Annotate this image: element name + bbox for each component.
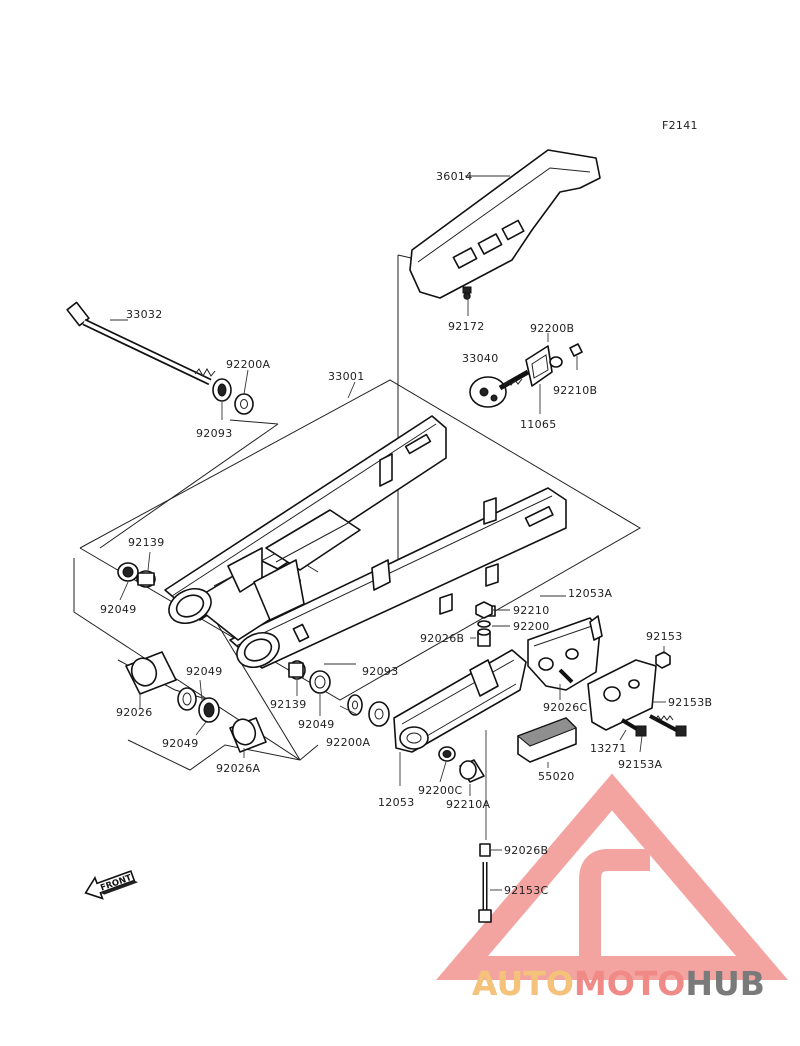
collar-92026B-low[interactable]: [479, 843, 491, 857]
plate-92153B[interactable]: [587, 659, 657, 731]
part-label-92049-left[interactable]: 92049: [100, 603, 137, 616]
sleeve-92026A[interactable]: [229, 716, 267, 753]
chain-slider-12053[interactable]: [393, 649, 527, 753]
part-label-92200A-top[interactable]: 92200A: [226, 358, 270, 371]
part-label-92200A-low[interactable]: 92200A: [326, 736, 370, 749]
part-label-36014[interactable]: 36014: [436, 170, 473, 183]
part-label-92026B-low[interactable]: 92026B: [504, 844, 548, 857]
seal-92049-left[interactable]: [117, 562, 139, 582]
part-label-92210[interactable]: 92210: [513, 604, 550, 617]
part-label-92139-left[interactable]: 92139: [128, 536, 165, 549]
part-label-92153C[interactable]: 92153C: [504, 884, 548, 897]
part-label-11065[interactable]: 11065: [520, 418, 557, 431]
part-labels: F2141 36014 33032 92172 92200B 33040 922…: [100, 119, 712, 897]
nut-92210[interactable]: [475, 601, 493, 628]
part-label-92210A[interactable]: 92210A: [446, 798, 490, 811]
adjuster-block-11065[interactable]: [525, 343, 583, 387]
part-label-92153[interactable]: 92153: [646, 630, 683, 643]
watermark-hub: HUB: [685, 964, 765, 1003]
part-label-92049-mid2[interactable]: 92049: [298, 718, 335, 731]
collar-92139-mid[interactable]: [288, 660, 306, 680]
bolt-13271[interactable]: [620, 718, 647, 737]
part-label-92210B[interactable]: 92210B: [553, 384, 597, 397]
bolt-92153C[interactable]: [478, 862, 492, 923]
washers-92200A-92093[interactable]: [347, 694, 390, 727]
part-label-92139-mid[interactable]: 92139: [270, 698, 307, 711]
part-label-92026[interactable]: 92026: [116, 706, 153, 719]
swingarm-33001[interactable]: [163, 415, 567, 674]
part-label-33001[interactable]: 33001: [328, 370, 365, 383]
bolt-92153B[interactable]: [649, 714, 687, 737]
chain-adjuster-33040[interactable]: [469, 369, 530, 408]
part-label-12053[interactable]: 12053: [378, 796, 415, 809]
part-label-13271[interactable]: 13271: [590, 742, 627, 755]
part-label-33040[interactable]: 33040: [462, 352, 499, 365]
part-label-92200[interactable]: 92200: [513, 620, 550, 633]
part-label-92200B[interactable]: 92200B: [530, 322, 574, 335]
part-label-92049-mid[interactable]: 92049: [186, 665, 223, 678]
part-label-92093-top[interactable]: 92093: [196, 427, 233, 440]
front-direction-arrow: FRONT: [84, 870, 139, 900]
part-label-12053A[interactable]: 12053A: [568, 587, 612, 600]
part-label-92153B[interactable]: 92153B: [668, 696, 712, 709]
washer-92200C[interactable]: [438, 746, 456, 762]
part-label-92153A[interactable]: 92153A: [618, 758, 662, 771]
seal-92049-pair[interactable]: [177, 687, 220, 723]
bolt-92026C[interactable]: [558, 668, 574, 684]
collar-92139-left[interactable]: [136, 570, 156, 588]
part-label-33032[interactable]: 33032: [126, 308, 163, 321]
part-label-55020[interactable]: 55020: [538, 770, 575, 783]
watermark-text: AUTOMOTOHUB: [472, 964, 765, 1003]
sleeve-92026[interactable]: [125, 651, 177, 695]
sleeve-92210A[interactable]: [459, 759, 485, 783]
part-label-92093-mid[interactable]: 92093: [362, 665, 399, 678]
svg-text:AUTOMOTOHUB: AUTOMOTOHUB: [472, 964, 765, 1003]
part-label-92172[interactable]: 92172: [448, 320, 485, 333]
part-label-92026B-mid[interactable]: 92026B: [420, 632, 464, 645]
chain-guard-36014[interactable]: [409, 149, 601, 300]
bolt-92153[interactable]: [655, 651, 671, 669]
part-label-92049-low[interactable]: 92049: [162, 737, 199, 750]
part-label-92200C[interactable]: 92200C: [418, 784, 462, 797]
diagram-code: F2141: [662, 119, 698, 132]
pivot-shaft-33032[interactable]: [66, 301, 254, 415]
watermark-auto: AUTO: [472, 964, 574, 1003]
seal-92049-mid[interactable]: [309, 670, 331, 694]
part-label-92026A[interactable]: 92026A: [216, 762, 260, 775]
watermark-moto: MOTO: [574, 964, 685, 1003]
part-label-92026C[interactable]: 92026C: [543, 701, 587, 714]
watermark-logo-shape: [436, 773, 788, 980]
rubber-block-55020[interactable]: [517, 717, 577, 763]
leader-lines: [110, 175, 666, 891]
bracket-12053A[interactable]: [527, 615, 603, 691]
